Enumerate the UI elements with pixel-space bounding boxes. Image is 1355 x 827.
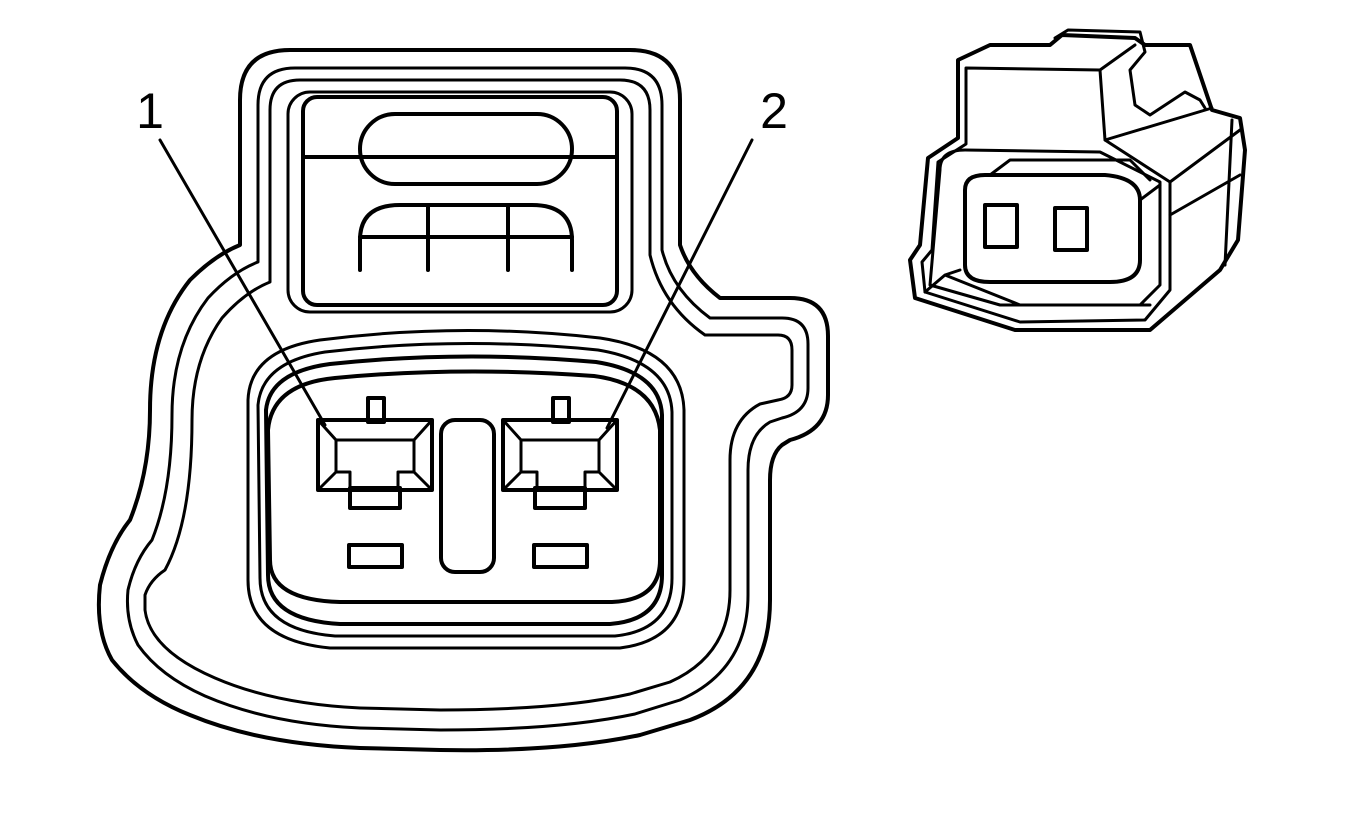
terminal-2-bevel-c	[501, 470, 523, 492]
terminal-1-bevel-b	[412, 418, 434, 442]
iso-latch-edge	[1098, 43, 1137, 72]
iso-body-outer	[908, 33, 1247, 332]
iso-bottom-flange	[923, 268, 1152, 307]
terminal-cavity-2	[501, 396, 619, 510]
terminal-1-bevel-a	[316, 418, 338, 442]
cavity-shroud-middle	[256, 341, 674, 638]
connector-isometric-view	[908, 28, 1247, 332]
iso-side-edge	[1223, 118, 1234, 267]
cavity-shroud-outer	[246, 328, 686, 650]
iso-plug	[963, 173, 1142, 284]
terminal-2-inner	[519, 438, 601, 490]
leader-line-2	[605, 138, 754, 430]
housing-outline-middle	[126, 66, 810, 732]
terminal-1-inner	[334, 438, 416, 490]
latch-tab	[358, 112, 574, 186]
latch-arch	[358, 203, 574, 272]
terminal-2-lock	[533, 486, 587, 510]
terminal-2-bevel-d	[597, 470, 619, 492]
callout-label-2: 2	[760, 83, 788, 139]
slot-2	[532, 543, 589, 569]
terminal-2-bevel-a	[501, 418, 523, 442]
iso-plug-top	[988, 158, 1152, 182]
housing-outline-inner	[143, 78, 794, 712]
terminal-1-bevel-c	[316, 470, 338, 492]
cavity-face	[266, 369, 662, 604]
iso-latch	[1053, 28, 1207, 117]
iso-pin-hole-1	[983, 203, 1019, 249]
latch-pocket	[286, 90, 634, 314]
iso-pin-hole-2	[1053, 206, 1089, 252]
terminal-1-bevel-d	[412, 470, 434, 492]
terminal-1-lock	[348, 486, 402, 510]
iso-plug-side	[1138, 183, 1162, 202]
leader-line-1	[158, 138, 327, 427]
slot-1	[347, 543, 404, 569]
terminal-2-bevel-b	[597, 418, 619, 442]
housing-outline-outer	[96, 48, 830, 753]
latch-pocket-inner	[301, 95, 619, 307]
callout-label-1: 1	[136, 83, 164, 139]
center-divider	[439, 418, 496, 574]
connector-face-view: 1 2	[96, 48, 830, 753]
terminal-cavity-1	[316, 396, 434, 510]
